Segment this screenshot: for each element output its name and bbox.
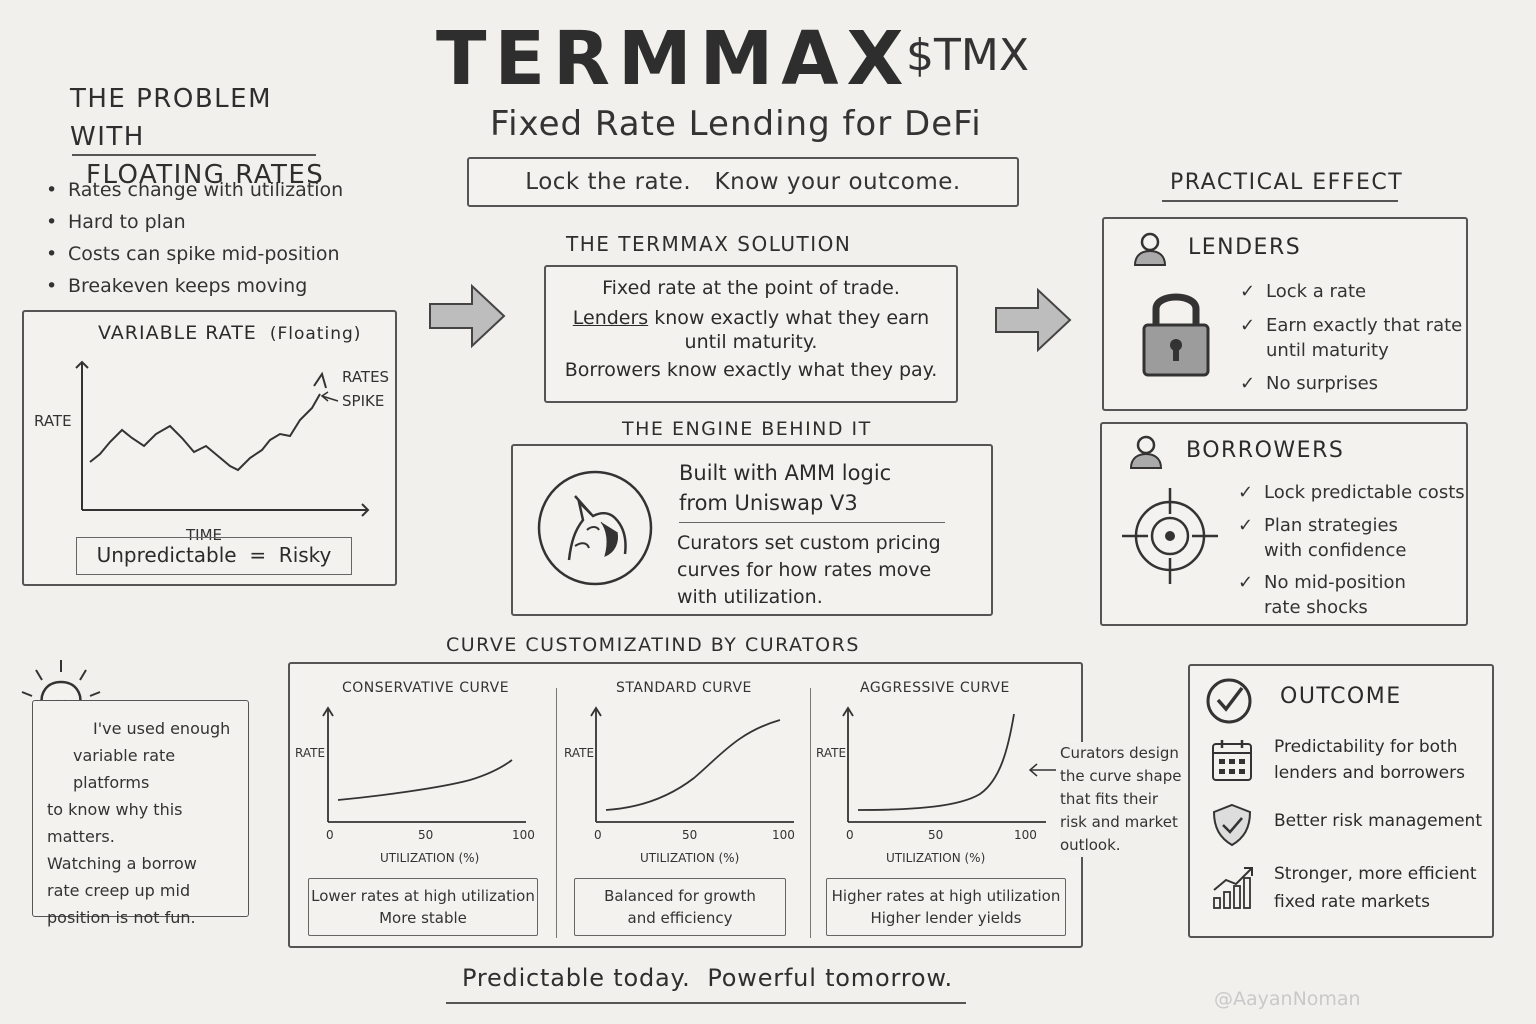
x-axis-label: UTILIZATION (%): [640, 851, 739, 865]
lenders-list: Lock a rate Earn exactly that rateuntil …: [1240, 279, 1466, 402]
tick-label: 0: [326, 828, 334, 842]
curve-line: [337, 759, 513, 801]
list-item: Rates change with utilization: [46, 174, 366, 206]
calendar-icon: [1212, 740, 1252, 781]
footer-underline: [446, 1002, 966, 1004]
page-subtitle: Fixed Rate Lending for DeFi: [490, 104, 982, 144]
solution-box: Fixed rate at the point of trade. Lender…: [544, 265, 958, 403]
curve-title: AGGRESSIVE CURVE: [860, 680, 1010, 696]
list-item: Costs can spike mid-position: [46, 238, 366, 270]
tick-label: 50: [682, 828, 697, 842]
x-axis-label: TIME: [185, 526, 222, 544]
footer-slogan: Predictable today. Powerful tomorrow.: [462, 964, 953, 992]
curve-line: [857, 713, 1015, 811]
shield-check-icon: [1212, 803, 1252, 847]
variable-rate-conclusion-box: Unpredictable = Risky: [76, 537, 352, 575]
conservative-caption: Lower rates at high utilization More sta…: [308, 878, 538, 936]
arrow-left-icon: [1028, 763, 1056, 777]
list-item: No surprises: [1240, 371, 1466, 396]
quote-text: I've used enough variable rate platforms…: [47, 719, 231, 927]
growth-chart-icon: [1213, 867, 1253, 909]
quote-box: I've used enough variable rate platforms…: [32, 700, 249, 927]
curves-panel: CONSERVATIVE CURVE RATE 0 50 100 UTILIZA…: [288, 662, 1083, 948]
solution-heading: THE TERMMAX SOLUTION: [566, 232, 852, 256]
tick-label: 50: [928, 828, 943, 842]
lenders-title: LENDERS: [1188, 235, 1302, 260]
target-icon: [1122, 488, 1218, 584]
list-item: Lock predictable costs: [1238, 480, 1466, 505]
check-circle-icon: [1206, 678, 1252, 724]
borrowers-list: Lock predictable costs Plan strategieswi…: [1238, 480, 1466, 626]
aggressive-caption: Higher rates at high utilization Higher …: [826, 878, 1066, 936]
arrow-right-icon: [429, 283, 506, 349]
outcome-panel: OUTCOME Predictability for both lenders …: [1188, 664, 1494, 938]
uniswap-unicorn-icon: [537, 470, 653, 586]
y-axis-label: RATE: [816, 746, 846, 760]
standard-curve-chart: RATE 0 50 100 UTILIZATION (%): [564, 706, 795, 865]
y-axis-label: RATE: [295, 746, 325, 760]
arrow-right-icon: [995, 287, 1072, 353]
tick-label: 50: [418, 828, 433, 842]
list-item: Hard to plan: [46, 206, 366, 238]
conservative-curve-chart: RATE 0 50 100 UTILIZATION (%): [295, 706, 535, 865]
watermark: @AayanNoman: [1214, 988, 1361, 1010]
lenders-underlined: Lenders: [572, 307, 649, 329]
lock-icon: [1142, 293, 1210, 377]
engine-box: Built with AMM logic from Uniswap V3 Cur…: [511, 444, 993, 616]
variable-rate-title: VARIABLE RATE (Floating): [98, 322, 362, 344]
x-axis-label: UTILIZATION (%): [886, 851, 985, 865]
variable-rate-conclusion: Unpredictable = Risky: [96, 543, 332, 567]
lenders-panel: LENDERS Lock a rate Earn exactly that ra…: [1102, 217, 1468, 411]
list-item: Breakeven keeps moving: [46, 270, 366, 302]
variable-rate-line: [89, 393, 321, 472]
curve-line: [605, 719, 781, 811]
spike-annotation: RATES: [342, 368, 389, 386]
tagline: Lock the rate. Know your outcome.: [525, 169, 961, 195]
list-item: Lock a rate: [1240, 279, 1466, 304]
variable-rate-panel: VARIABLE RATE (Floating) RATE TIME RATES…: [22, 310, 397, 586]
tick-label: 0: [846, 828, 854, 842]
curves-heading: CURVE CUSTOMIZATIND BY CURATORS: [446, 634, 860, 656]
tagline-box: Lock the rate. Know your outcome.: [467, 157, 1019, 207]
curve-title: STANDARD CURVE: [616, 680, 752, 696]
problem-heading-underline: [72, 154, 316, 156]
page-title: TERMMAX: [436, 16, 912, 102]
borrowers-title: BORROWERS: [1186, 438, 1345, 463]
tick-label: 100: [512, 828, 535, 842]
curve-title: CONSERVATIVE CURVE: [342, 680, 510, 696]
tick-label: 0: [594, 828, 602, 842]
tick-label: 100: [772, 828, 795, 842]
variable-rate-chart: RATE TIME RATES SPIKE: [34, 360, 389, 544]
borrowers-panel: BORROWERS Lock predictable costs Plan st…: [1100, 422, 1468, 626]
standard-caption: Balanced for growth and efficiency: [574, 878, 786, 936]
x-axis-label: UTILIZATION (%): [380, 851, 479, 865]
user-icon: [1129, 435, 1163, 469]
user-icon: [1133, 232, 1167, 266]
aggressive-curve-chart: RATE 0 50 100 UTILIZATION (%): [816, 706, 1046, 865]
problem-bullet-list: Rates change with utilization Hard to pl…: [46, 174, 366, 302]
tick-label: 100: [1014, 828, 1037, 842]
engine-divider: [679, 522, 945, 523]
outcome-title: OUTCOME: [1280, 684, 1402, 709]
y-axis-label: RATE: [34, 412, 72, 430]
engine-heading: THE ENGINE BEHIND IT: [622, 418, 872, 440]
practical-effect-heading: PRACTICAL EFFECT: [1170, 170, 1404, 195]
token-ticker: $TMX: [906, 30, 1029, 81]
spike-annotation: SPIKE: [342, 392, 384, 410]
curator-note: Curators design the curve shape that fit…: [1060, 742, 1186, 857]
y-axis-label: RATE: [564, 746, 594, 760]
